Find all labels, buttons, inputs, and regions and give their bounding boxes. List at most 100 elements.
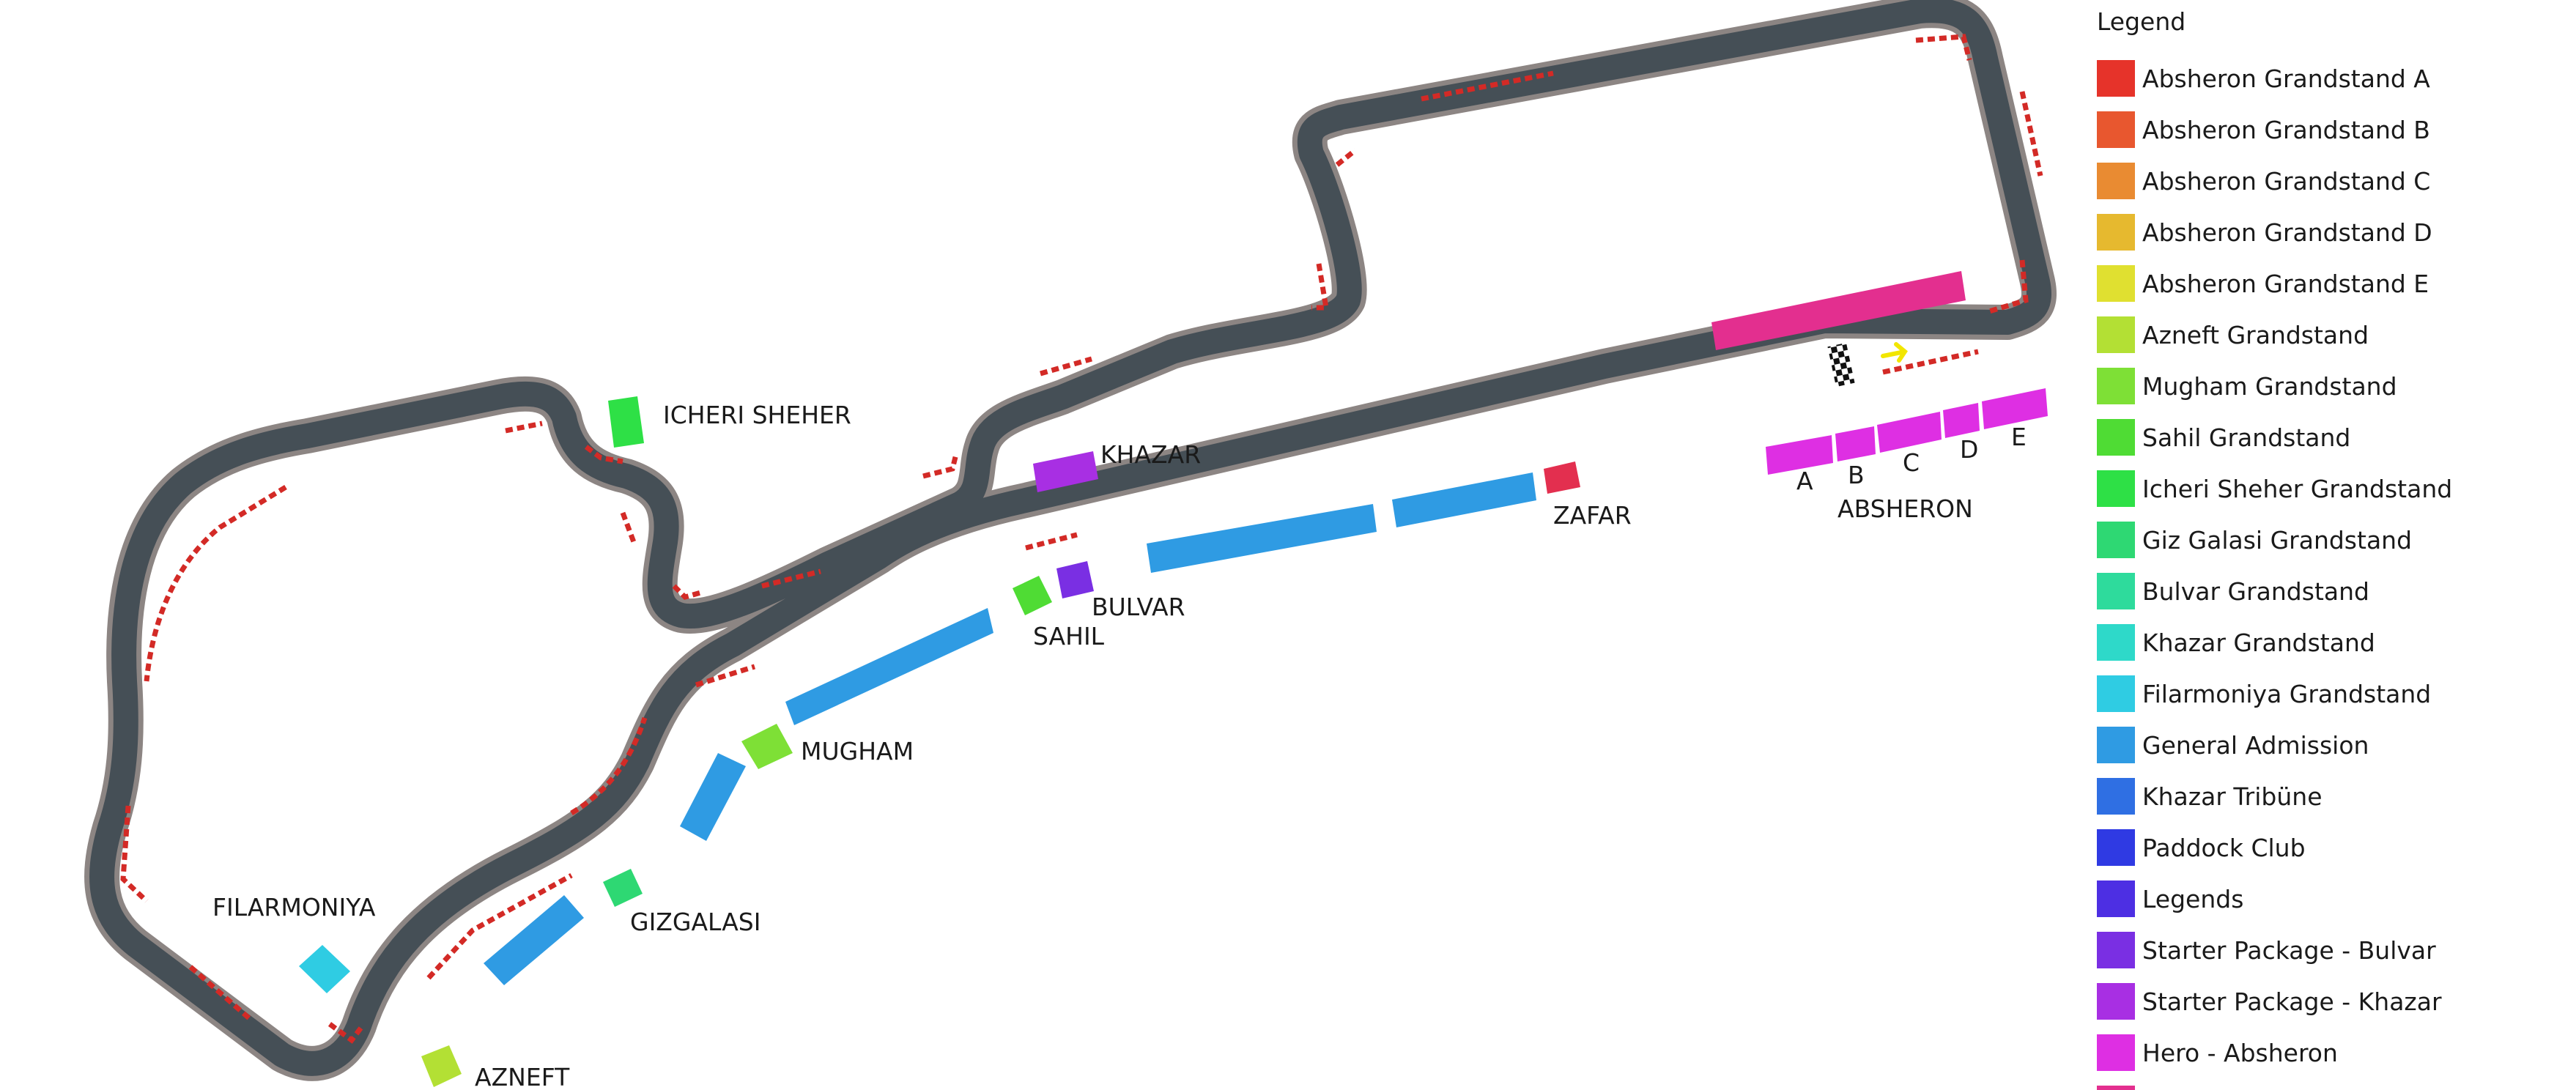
legend-label: Starter Package - Bulvar bbox=[2142, 935, 2436, 965]
stand-hero-absheron bbox=[1982, 388, 2048, 429]
legend-item: Starter Package - Khazar bbox=[2097, 976, 2576, 1027]
legend-label: Legends bbox=[2142, 884, 2244, 913]
legend-label: Sahil Grandstand bbox=[2142, 423, 2351, 452]
legend-item: Bulvar Grandstand bbox=[2097, 566, 2576, 617]
stand-general-admission bbox=[1392, 472, 1536, 527]
legend-item: Sahil Grandstand bbox=[2097, 412, 2576, 463]
legend-swatch bbox=[2097, 624, 2135, 661]
legend-label: Azneft Grandstand bbox=[2142, 320, 2369, 349]
legend-swatch bbox=[2097, 265, 2135, 302]
legend-swatch bbox=[2097, 573, 2135, 609]
grandstands bbox=[299, 271, 2048, 1087]
label-filarmoniya: FILARMONIYA bbox=[212, 893, 376, 922]
legend-swatch bbox=[2097, 983, 2135, 1020]
circuit-map: ICHERI SHEHER KHAZAR ZAFAR ABSHERON SAHI… bbox=[84, 0, 2057, 1090]
legend-label: Paddock Club bbox=[2142, 833, 2306, 862]
legend-label: Starter Package - Khazar bbox=[2142, 987, 2442, 1016]
stand-hero-absheron bbox=[1835, 426, 1876, 461]
legend-label: General Admission bbox=[2142, 730, 2369, 760]
legend-swatch bbox=[2097, 316, 2135, 353]
legend-item: Mugham Grandstand bbox=[2097, 360, 2576, 412]
legend-label: Khazar Tribüne bbox=[2142, 782, 2323, 811]
legend-item: Paddock Club bbox=[2097, 822, 2576, 873]
legend-item: Absheron Grandstand A bbox=[2097, 53, 2576, 104]
legend-label: Absheron Grandstand D bbox=[2142, 218, 2432, 247]
label-absheron: ABSHERON bbox=[1837, 494, 1973, 523]
legend-label: Mugham Grandstand bbox=[2142, 371, 2397, 401]
legend-swatch bbox=[2097, 163, 2135, 199]
label-zafar: ZAFAR bbox=[1553, 501, 1632, 530]
race-track bbox=[84, 0, 2057, 1081]
legend-swatch bbox=[2097, 727, 2135, 763]
stand-sahil bbox=[1013, 576, 1052, 615]
legend-swatch bbox=[2097, 1086, 2135, 1090]
label-absheron-a: A bbox=[1796, 467, 1813, 495]
legend-item: Filarmoniya Grandstand bbox=[2097, 668, 2576, 719]
stand-red-bull-club bbox=[1711, 271, 1966, 350]
legend-swatch bbox=[2097, 368, 2135, 404]
label-sahil: SAHIL bbox=[1033, 622, 1105, 650]
stand-azneft bbox=[421, 1045, 462, 1087]
legend-label: Hero - Absheron bbox=[2142, 1038, 2338, 1067]
legend-swatch bbox=[2097, 111, 2135, 148]
stand-bulvar bbox=[1056, 561, 1094, 598]
stand-gizgalasi bbox=[603, 869, 643, 907]
legend-swatch bbox=[2097, 214, 2135, 251]
legend-swatch bbox=[2097, 470, 2135, 507]
stand-filarmoniya bbox=[299, 945, 350, 993]
stand-hero-absheron bbox=[1943, 403, 1980, 438]
legend-swatch bbox=[2097, 880, 2135, 917]
stand-general-admission bbox=[484, 895, 584, 985]
legend-item: Khazar Grandstand bbox=[2097, 617, 2576, 668]
label-absheron-b: B bbox=[1848, 461, 1865, 489]
legend-label: Absheron Grandstand A bbox=[2142, 64, 2430, 93]
stand-general-admission bbox=[1147, 504, 1377, 573]
legend-title: Legend bbox=[2097, 7, 2186, 36]
legend-item: Giz Galasi Grandstand bbox=[2097, 514, 2576, 566]
legend-item: Khazar Tribüne bbox=[2097, 771, 2576, 822]
label-absheron-c: C bbox=[1903, 448, 1920, 477]
legend-swatch bbox=[2097, 1034, 2135, 1071]
legend-item: Absheron Grandstand C bbox=[2097, 155, 2576, 207]
legend-item: General Admission bbox=[2097, 719, 2576, 771]
legend-swatch bbox=[2097, 419, 2135, 456]
legend-item: Absheron Grandstand E bbox=[2097, 258, 2576, 309]
stand-general-admission bbox=[785, 608, 993, 725]
stand-hero-absheron bbox=[1766, 435, 1833, 475]
start-finish-line bbox=[1827, 342, 1855, 388]
label-icheri-sheher: ICHERI SHEHER bbox=[663, 401, 851, 429]
track-surface bbox=[89, 0, 2051, 1076]
label-absheron-d: D bbox=[1960, 435, 1978, 464]
legend-label: Giz Galasi Grandstand bbox=[2142, 525, 2413, 555]
label-mugham: MUGHAM bbox=[801, 737, 914, 765]
legend-label: Bulvar Grandstand bbox=[2142, 576, 2369, 606]
legend-swatch bbox=[2097, 60, 2135, 97]
legend-label: Absheron Grandstand C bbox=[2142, 166, 2431, 196]
stand-icheri-sheher bbox=[608, 396, 644, 448]
legend-swatch bbox=[2097, 675, 2135, 712]
legend-item: Crystal Red Bull Racing F1 Team Club bbox=[2097, 1078, 2576, 1090]
legend-swatch bbox=[2097, 932, 2135, 968]
stand-zafar bbox=[1544, 461, 1580, 494]
stand-general-admission bbox=[680, 753, 746, 841]
legend-label: Absheron Grandstand E bbox=[2142, 269, 2429, 298]
stand-khazar bbox=[1033, 451, 1098, 492]
kerbs bbox=[120, 34, 2043, 1044]
label-absheron-e: E bbox=[2011, 423, 2027, 451]
legend-panel: Legend Absheron Grandstand A Absheron Gra… bbox=[2097, 6, 2576, 1090]
legend-item: Hero - Absheron bbox=[2097, 1027, 2576, 1078]
label-bulvar: BULVAR bbox=[1092, 593, 1185, 621]
legend-item: Azneft Grandstand bbox=[2097, 309, 2576, 360]
map-labels: ICHERI SHEHER KHAZAR ZAFAR ABSHERON SAHI… bbox=[212, 401, 2027, 1090]
stand-mugham bbox=[741, 724, 793, 769]
legend-item: Legends bbox=[2097, 873, 2576, 924]
stand-hero-absheron bbox=[1877, 412, 1942, 453]
legend-item: Absheron Grandstand B bbox=[2097, 104, 2576, 155]
legend-item: Starter Package - Bulvar bbox=[2097, 924, 2576, 976]
legend-label: Absheron Grandstand B bbox=[2142, 115, 2430, 144]
track-outline bbox=[84, 0, 2057, 1081]
legend-swatch bbox=[2097, 829, 2135, 866]
legend-item: Icheri Sheher Grandstand bbox=[2097, 463, 2576, 514]
legend-item: Absheron Grandstand D bbox=[2097, 207, 2576, 258]
legend-label: Filarmoniya Grandstand bbox=[2142, 679, 2432, 708]
